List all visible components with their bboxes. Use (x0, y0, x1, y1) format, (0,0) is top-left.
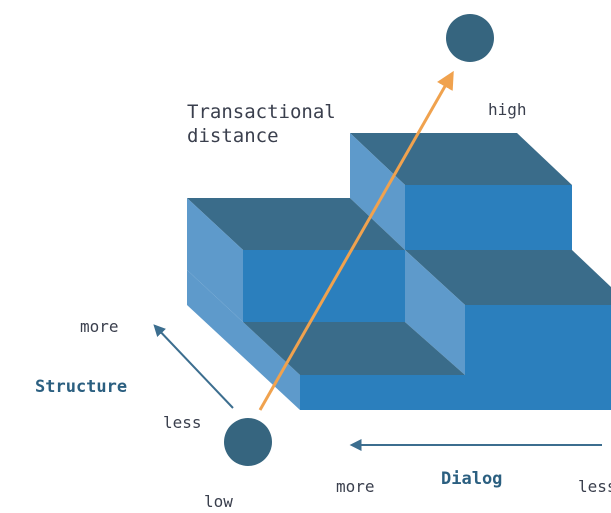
dialog-less-label: less (578, 477, 611, 496)
dialog-label: Dialog (441, 469, 503, 489)
low-node (224, 418, 272, 466)
back-step-side (350, 133, 405, 250)
middle-step-side (187, 198, 243, 322)
high-label: high (488, 100, 527, 119)
bottom-step-top (243, 322, 465, 375)
right-step-side (405, 250, 465, 375)
middle-step-front (243, 250, 405, 322)
structure-more-label: more (80, 317, 119, 336)
right-step-top (405, 250, 611, 305)
right-step-front (465, 305, 611, 375)
bottom-step-front (300, 375, 611, 410)
low-label: low (204, 492, 233, 511)
base-side (187, 270, 300, 410)
structure-axis-arrow (153, 324, 234, 409)
transactional-distance-arrow (258, 70, 454, 411)
transactional-distance-label: Transactional distance (187, 101, 336, 147)
structure-less-label: less (163, 413, 202, 432)
dialog-more-label: more (336, 477, 375, 496)
back-step-top (350, 133, 572, 185)
back-step-front (405, 185, 572, 250)
staircase-block (187, 133, 611, 410)
structure-label: Structure (35, 377, 128, 397)
middle-step-top (187, 198, 405, 250)
high-node (446, 14, 494, 62)
